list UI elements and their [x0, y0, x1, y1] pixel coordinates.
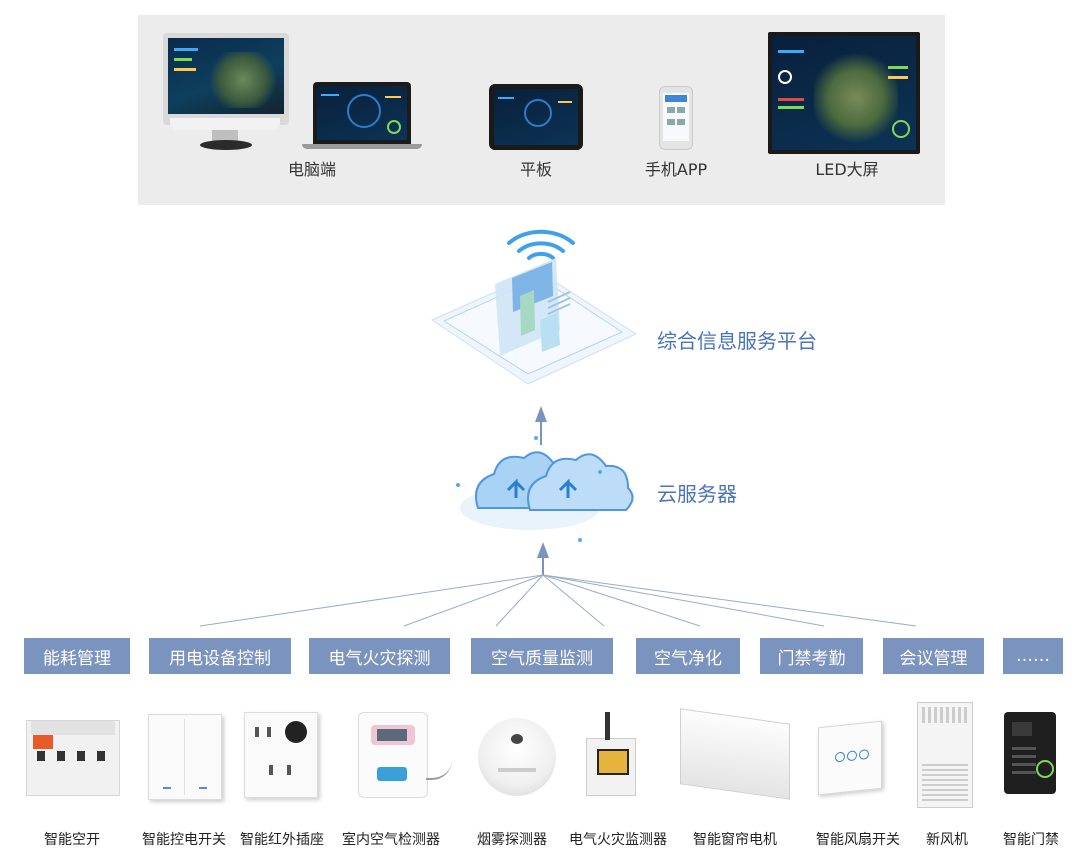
product-label-access-control: 智能门禁: [1003, 832, 1059, 848]
desktop-monitor-chin: [170, 118, 280, 130]
pc-label: 电脑端: [287, 160, 337, 179]
smart-breaker-image: [26, 720, 120, 796]
product-label-fire-monitor: 电气火灾监测器: [569, 832, 667, 848]
cloud-server-icon: [456, 436, 634, 542]
category-device-control[interactable]: 用电设备控制: [149, 638, 291, 674]
product-label-fresh-air: 新风机: [926, 832, 968, 848]
category-energy[interactable]: 能耗管理: [24, 638, 130, 674]
arrow-up-icon: [537, 542, 549, 558]
phone-label: 手机APP: [644, 160, 708, 179]
ir-socket-image: [244, 712, 318, 798]
smart-switch-image: [148, 714, 222, 800]
led-label: LED大屏: [815, 160, 879, 179]
fan-switch-image: [818, 720, 882, 796]
product-label-curtain-motor: 智能窗帘电机: [693, 832, 777, 848]
desktop-monitor-base: [200, 140, 252, 150]
cloud-server-label: 云服务器: [657, 482, 737, 506]
wifi-icon: [507, 229, 575, 260]
product-label-breaker: 智能空开: [44, 832, 100, 848]
air-detector-image: [358, 712, 428, 798]
product-label-smoke-detector: 烟雾探测器: [477, 832, 547, 848]
led-screen: [768, 32, 920, 154]
fresh-air-unit-image: [917, 702, 973, 808]
category-fire-detection[interactable]: 电气火灾探测: [309, 638, 450, 674]
category-meeting[interactable]: 会议管理: [883, 638, 984, 674]
fire-monitor-image: [586, 738, 636, 796]
arrow-up-icon: [535, 406, 547, 422]
laptop: [313, 82, 411, 144]
product-label-switch: 智能控电开关: [142, 832, 226, 848]
product-label-air-detector: 室内空气检测器: [342, 832, 440, 848]
laptop-base: [302, 144, 422, 149]
platform-card-graphic: [430, 258, 638, 385]
access-control-image: [1004, 712, 1056, 794]
category-air-purify[interactable]: 空气净化: [636, 638, 740, 674]
curtain-motor-image: [680, 708, 790, 800]
category-more[interactable]: ……: [1003, 638, 1063, 674]
desktop-monitor: [163, 33, 289, 125]
air-detector-cable: [426, 760, 452, 780]
smoke-detector-image: [478, 718, 556, 796]
category-air-quality[interactable]: 空气质量监测: [471, 638, 613, 674]
category-access-attendance[interactable]: 门禁考勤: [760, 638, 863, 674]
product-label-socket: 智能红外插座: [240, 832, 324, 848]
tablet: [489, 84, 583, 150]
desktop-monitor-stand: [212, 126, 238, 142]
fire-monitor-antenna: [605, 712, 610, 740]
platform-label: 综合信息服务平台: [657, 329, 817, 353]
product-label-fan-switch: 智能风扇开关: [816, 832, 900, 848]
smartphone: [659, 86, 693, 150]
tablet-label: 平板: [519, 160, 553, 179]
